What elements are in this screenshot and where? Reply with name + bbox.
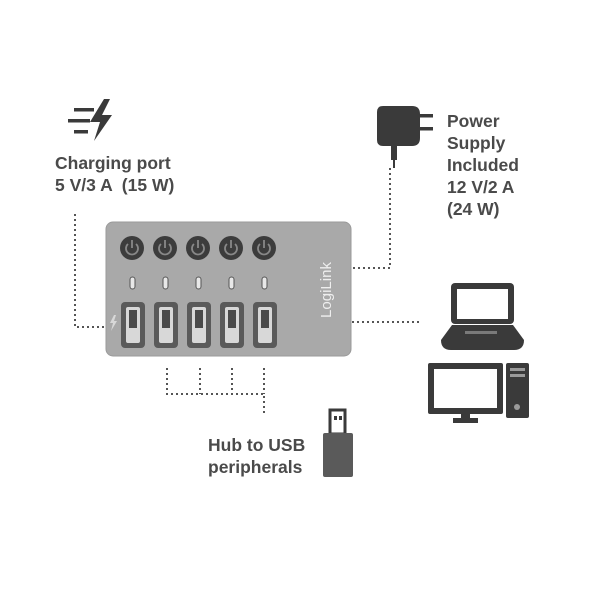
led-5 — [261, 276, 268, 290]
led-1 — [129, 276, 136, 290]
led-2 — [162, 276, 169, 290]
peripherals-label: Hub to USB peripherals — [208, 434, 305, 478]
lightning-speed-icon — [68, 99, 112, 141]
hub-brand-logo: LogiLink — [318, 262, 335, 318]
connection-lines — [74, 168, 420, 416]
power-supply-line5: (24 W) — [447, 199, 500, 219]
power-adapter-icon — [377, 106, 433, 168]
power-supply-label: Power Supply Included 12 V/2 A (24 W) — [447, 110, 519, 220]
power-button-3[interactable] — [186, 236, 210, 260]
power-button-5[interactable] — [252, 236, 276, 260]
charging-port-title: Charging port — [55, 153, 171, 173]
power-button-2[interactable] — [153, 236, 177, 260]
laptop-icon — [441, 283, 524, 350]
usb-stick-icon — [323, 408, 353, 477]
usb-port-2[interactable] — [154, 302, 178, 348]
charging-port-spec: 5 V/3 A (15 W) — [55, 175, 175, 195]
power-supply-line4: 12 V/2 A — [447, 177, 515, 197]
lightning-small-icon — [110, 315, 117, 331]
power-button-1[interactable] — [120, 236, 144, 260]
hub-power-buttons — [120, 236, 276, 260]
desktop-computer-icon — [428, 363, 529, 423]
power-supply-line — [350, 168, 391, 269]
usb-port-5[interactable] — [253, 302, 277, 348]
peripherals-line2: peripherals — [208, 457, 303, 477]
peripherals-line1: Hub to USB — [208, 435, 306, 455]
power-supply-line1: Power — [447, 111, 500, 131]
charging-port-line — [74, 214, 118, 328]
power-supply-line3: Included — [447, 155, 519, 175]
charging-port-label: Charging port 5 V/3 A (15 W) — [55, 152, 174, 196]
hub-usb-ports — [121, 302, 277, 348]
usb-port-4[interactable] — [220, 302, 244, 348]
usb-port-1[interactable] — [121, 302, 145, 348]
led-4 — [228, 276, 235, 290]
usb-hub: LogiLink — [105, 221, 352, 357]
led-3 — [195, 276, 202, 290]
usb-port-3[interactable] — [187, 302, 211, 348]
power-button-4[interactable] — [219, 236, 243, 260]
peripherals-line — [166, 368, 265, 416]
hub-led-indicators — [129, 276, 268, 290]
power-supply-line2: Supply — [447, 133, 506, 153]
